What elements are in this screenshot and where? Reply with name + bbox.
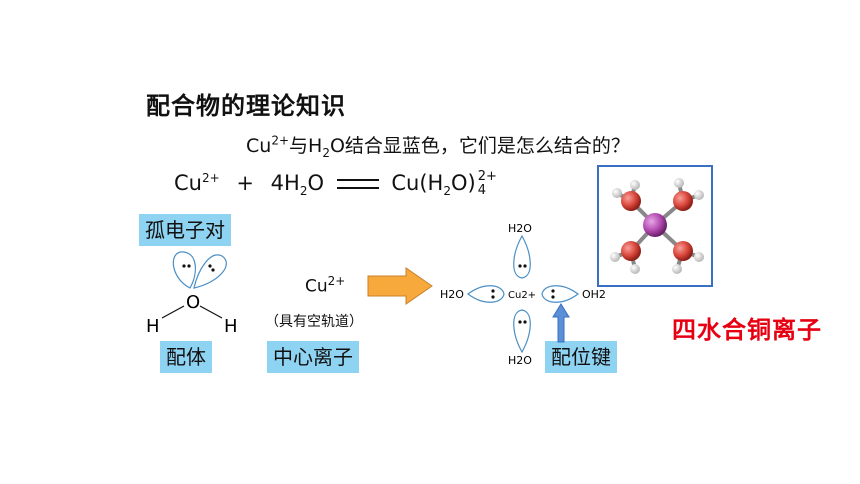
- label-lone-pair: 孤电子对: [139, 214, 231, 246]
- cu-symbol: Cu: [305, 276, 328, 297]
- eq-right: Cu(H: [391, 171, 444, 195]
- electron-dot: [182, 264, 186, 268]
- ligand-right-label: OH2: [582, 288, 606, 301]
- lobe-left: [466, 285, 505, 303]
- electron-dot: [551, 289, 555, 293]
- oxygen-sphere: [673, 191, 693, 211]
- electron-dot: [518, 264, 522, 268]
- electron-dot: [523, 320, 527, 324]
- label-coord-bond: 配位键: [545, 341, 617, 373]
- hydrogen-sphere: [674, 178, 684, 188]
- eq-count-bottom: 4: [477, 183, 486, 198]
- copper-sphere: [643, 213, 667, 237]
- reaction-equation: Cu2+ + 4H2O Cu(H2O)2+4: [174, 170, 497, 199]
- eq-charge-stack: 2+4: [478, 170, 497, 198]
- pointer-shape: [552, 303, 570, 343]
- molecule-model-drawing: [610, 178, 704, 274]
- hydrogen-sphere: [610, 252, 620, 262]
- hydrogen-sphere: [672, 264, 682, 274]
- eq-coef: 4H: [270, 171, 300, 195]
- eq-right-close: O): [450, 171, 476, 195]
- eq-sub2b: 2: [443, 184, 451, 199]
- coord-bond-pointer-icon: [552, 303, 570, 343]
- center-cu-label: Cu2+: [508, 290, 536, 301]
- eq-o: O: [307, 171, 324, 195]
- bond-left: [161, 305, 185, 319]
- lobe-top: [513, 234, 531, 279]
- eq-left-cu: Cu: [174, 171, 202, 195]
- eq-charge-top: 2+: [477, 169, 497, 184]
- electron-dot: [187, 264, 191, 268]
- molecule-model-image: [597, 165, 713, 287]
- oxygen-sphere: [621, 241, 641, 261]
- eq-sub2a: 2: [299, 184, 308, 199]
- lone-pair-lobe-left: [172, 251, 196, 289]
- cu-ion-label: Cu2+: [305, 274, 345, 297]
- water-molecule-diagram: O H H: [146, 251, 238, 336]
- equals-sign: [336, 179, 379, 189]
- question-text: Cu2+与H2O结合显蓝色，它们是怎么结合的？: [246, 131, 630, 160]
- electron-dot: [491, 295, 495, 299]
- ligand-left-label: H2O: [440, 288, 464, 301]
- label-ligand: 配体: [160, 341, 212, 373]
- ligand-top-label: H2O: [508, 222, 532, 235]
- complex-structure-diagram: H2O H2O H2O OH2 Cu2+: [440, 222, 606, 367]
- hydrogen-sphere: [630, 264, 640, 274]
- label-center-ion: 中心离子: [267, 341, 359, 373]
- reaction-arrow-icon: [367, 267, 433, 305]
- bond-right: [199, 305, 223, 319]
- lone-pair-lobe-right: [193, 254, 227, 289]
- oxygen-atom: O: [186, 292, 200, 313]
- hydrogen-sphere: [612, 188, 622, 198]
- oxygen-sphere: [621, 191, 641, 211]
- cu-charge: 2+: [327, 274, 346, 288]
- electron-dot: [518, 320, 522, 324]
- hydrogen-sphere: [694, 252, 704, 262]
- arrow-shape: [367, 267, 433, 305]
- hydrogen-left: H: [146, 316, 160, 336]
- empty-orbital-note: （具有空轨道）: [265, 314, 363, 330]
- eq-plus: +: [236, 171, 254, 195]
- question-rest: O结合显蓝色，它们是怎么结合的？: [329, 135, 630, 157]
- ligand-bottom-label: H2O: [508, 354, 532, 367]
- question-cu: Cu: [246, 135, 272, 157]
- electron-dot: [551, 295, 555, 299]
- electron-dot: [208, 264, 212, 268]
- question-cu-charge: 2+: [271, 133, 290, 148]
- lobe-right: [541, 285, 580, 303]
- lobe-bottom: [513, 309, 531, 354]
- hydrogen-right: H: [224, 316, 238, 336]
- label-tetraaqua-copper: 四水合铜离子: [672, 316, 822, 344]
- eq-left-charge: 2+: [201, 171, 220, 185]
- electron-dot: [211, 268, 215, 272]
- page-title: 配合物的理论知识: [146, 92, 346, 120]
- question-sub2: 2: [322, 145, 330, 160]
- electron-dot: [491, 289, 495, 293]
- hydrogen-sphere: [630, 180, 640, 190]
- electron-dot: [523, 264, 527, 268]
- hydrogen-sphere: [694, 190, 704, 200]
- oxygen-sphere: [673, 241, 693, 261]
- question-mid: 与H: [289, 135, 323, 157]
